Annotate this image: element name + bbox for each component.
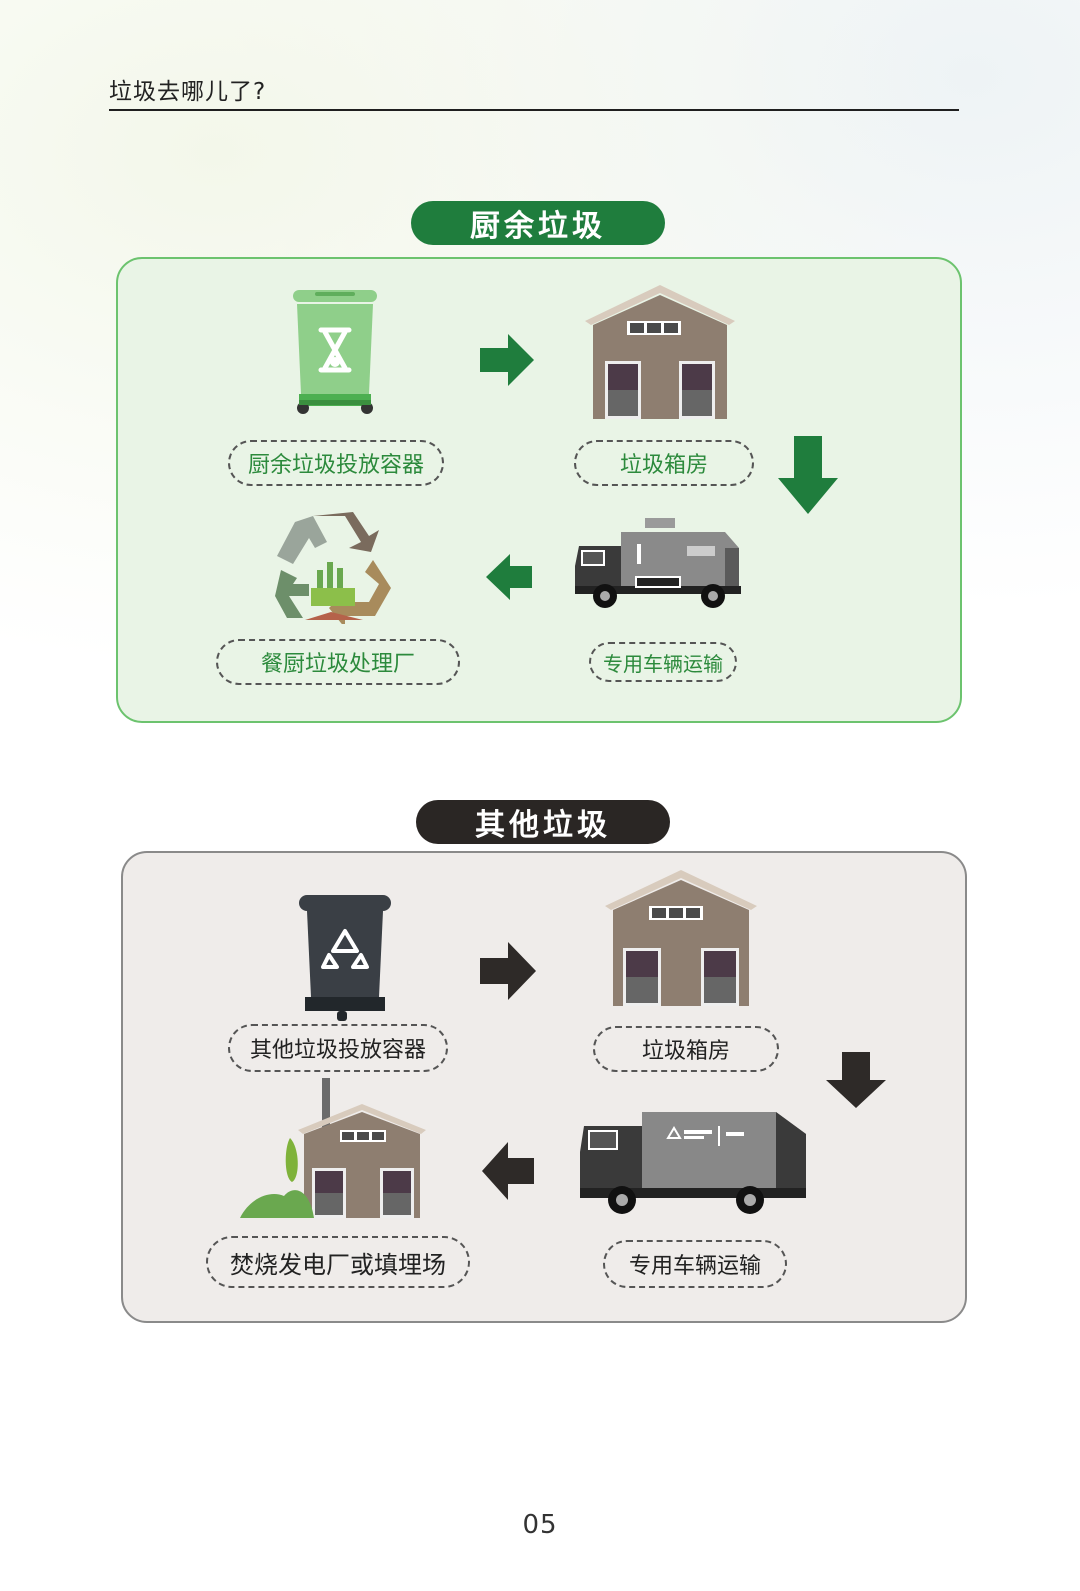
arrow-down-icon [778, 436, 838, 514]
arrow-right-icon [480, 334, 534, 386]
step-label: 专用车辆运输 [589, 642, 737, 682]
step-label: 垃圾箱房 [593, 1026, 779, 1072]
green-bin-icon [293, 290, 377, 414]
garbage-house-icon [605, 870, 757, 1006]
step-label: 专用车辆运输 [603, 1240, 787, 1288]
page-title: 垃圾去哪儿了? [109, 79, 267, 105]
step-label: 厨余垃圾投放容器 [228, 440, 444, 486]
title-underline [109, 109, 959, 111]
arrow-left-icon [482, 1142, 534, 1200]
garbage-house-icon [585, 285, 735, 419]
garbage-truck-icon [575, 518, 741, 608]
recycle-plant-icon [275, 512, 391, 624]
kitchen-waste-title: 厨余垃圾 [411, 201, 665, 245]
step-label: 其他垃圾投放容器 [228, 1024, 448, 1072]
arrow-right-icon [480, 942, 536, 1000]
gray-bin-icon [299, 895, 391, 1021]
page-number: 05 [522, 1510, 558, 1540]
other-waste-title: 其他垃圾 [416, 800, 670, 844]
step-label: 餐厨垃圾处理厂 [216, 639, 460, 685]
garbage-truck-icon [580, 1112, 806, 1214]
arrow-down-icon [826, 1052, 886, 1108]
step-label: 焚烧发电厂或填埋场 [206, 1236, 470, 1288]
step-label: 垃圾箱房 [574, 440, 754, 486]
other-waste-panel [121, 851, 967, 1323]
incinerator-icon [240, 1078, 426, 1218]
arrow-left-icon [486, 554, 532, 600]
